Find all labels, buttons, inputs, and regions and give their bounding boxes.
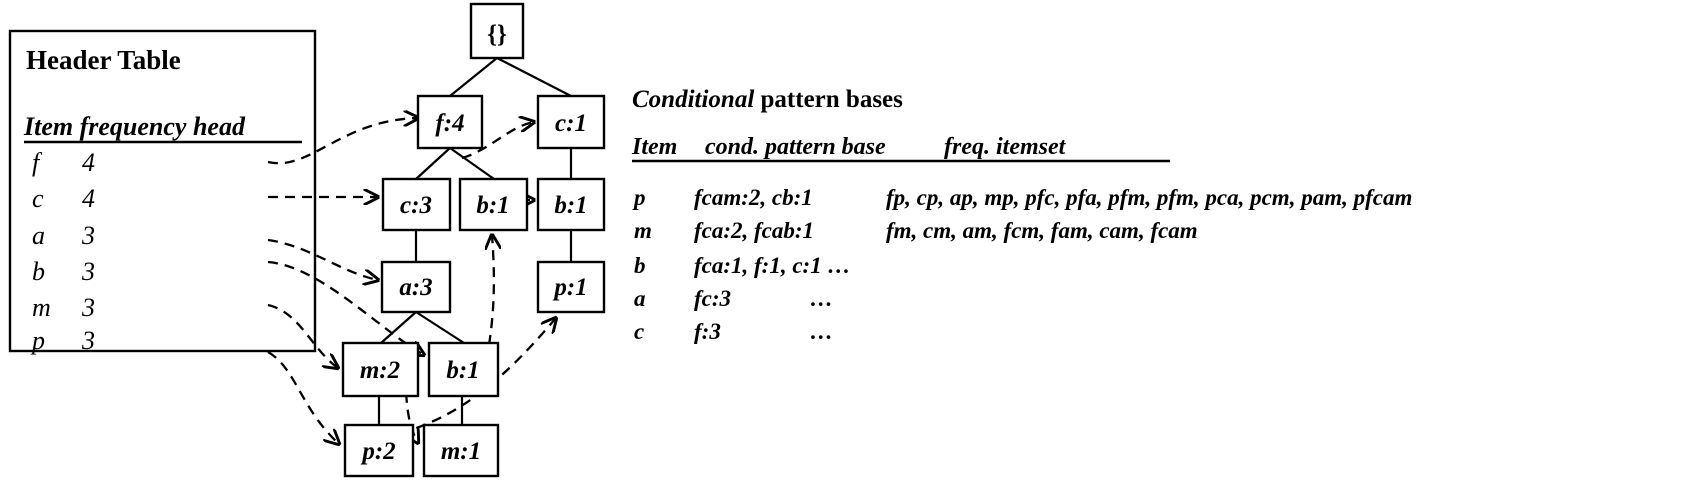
header-table-row: b 3 — [32, 257, 95, 286]
cond-table-row: m fca:2, fcab:1 fm, cm, am, fcm, fam, ca… — [634, 218, 1198, 243]
tree-node-b1-lower-box[interactable] — [427, 341, 500, 398]
node-link-m — [267, 303, 338, 368]
cond-base-cell: fcam:2, cb:1 — [694, 185, 813, 210]
tree-node-c1-right[interactable]: c:1 — [536, 94, 606, 150]
tree-node-m1[interactable]: m:1 — [422, 423, 500, 478]
header-table-columns: Item frequency head — [23, 112, 246, 141]
tree-node-f4[interactable]: f:4 — [416, 94, 484, 150]
tree-node-b1-right[interactable]: b:1 — [536, 177, 606, 232]
cond-freq-cell: … — [810, 319, 833, 344]
cond-title-rest-part: pattern bases — [754, 86, 903, 113]
cond-item-cell: b — [634, 253, 646, 278]
node-link-b — [267, 260, 424, 355]
tree-node-p1-right-label: p:1 — [552, 274, 587, 301]
tree-node-root[interactable]: {} — [469, 2, 525, 60]
tree-node-p1-right[interactable]: p:1 — [536, 260, 606, 314]
tree-edge-a3-m2 — [380, 311, 417, 344]
cond-freq-cell: fm, cm, am, fcm, fam, cam, fcam — [886, 218, 1198, 243]
tree-node-c3[interactable]: c:3 — [381, 177, 452, 232]
tree-node-f4-label: f:4 — [435, 110, 464, 137]
cond-item-cell: p — [632, 185, 646, 210]
tree-node-m2[interactable]: m:2 — [341, 341, 420, 398]
tree-node-m2-box[interactable] — [341, 341, 420, 398]
tree-edge-f4-c3 — [415, 147, 451, 180]
cond-col-freq: freq. itemset — [944, 134, 1067, 160]
tree-node-root-box[interactable] — [469, 2, 525, 60]
header-item-cell: c — [32, 184, 44, 213]
tree-node-f4-box[interactable] — [416, 94, 484, 150]
header-table-title: Header Table — [26, 45, 181, 75]
header-freq-cell: 3 — [81, 293, 95, 322]
header-item-cell: b — [32, 257, 45, 286]
tree-edge-a3-b1 — [415, 311, 465, 344]
tree-node-c1-right-label: c:1 — [555, 110, 587, 137]
tree-node-p1-right-box[interactable] — [536, 260, 606, 314]
cond-item-cell: a — [634, 286, 646, 311]
tree-node-a3-box[interactable] — [380, 260, 452, 314]
tree-node-c3-label: c:3 — [400, 192, 432, 219]
cond-pattern-bases-panel: Conditional pattern bases Item cond. pat… — [631, 86, 1412, 344]
cond-base-cell: fca:1, f:1, c:1 … — [694, 253, 850, 278]
cond-freq-cell: fp, cp, ap, mp, pfc, pfa, pfm, pfm, pca,… — [886, 185, 1412, 210]
cond-table-row: a fc:3 … — [634, 286, 833, 311]
header-freq-cell: 4 — [82, 148, 95, 177]
tree-node-b1-middle-label: b:1 — [476, 192, 509, 219]
header-table-border — [8, 29, 317, 353]
cond-freq-cell: … — [810, 286, 833, 311]
cond-title-italic-part: Conditional — [632, 86, 754, 113]
fp-tree-edges — [377, 57, 573, 425]
header-item-cell: m — [32, 293, 51, 322]
header-table-panel: Header Table Item frequency head f 4 c 4… — [8, 29, 317, 355]
tree-node-m1-box[interactable] — [422, 423, 500, 478]
tree-node-c3-box[interactable] — [381, 177, 452, 232]
cond-col-item: Item — [631, 134, 677, 160]
node-link-p — [267, 351, 339, 444]
tree-node-m1-label: m:1 — [441, 438, 481, 465]
tree-edge-root-f4 — [449, 57, 498, 97]
tree-node-p2[interactable]: p:2 — [343, 423, 415, 478]
header-table-row: a 3 — [32, 221, 95, 250]
header-table-row: c 4 — [32, 184, 95, 213]
tree-node-p2-label: p:2 — [360, 438, 395, 465]
tree-node-b1-middle[interactable]: b:1 — [458, 177, 529, 232]
tree-node-b1-lower-label: b:1 — [446, 357, 479, 384]
header-freq-cell: 3 — [81, 221, 95, 250]
tree-node-b1-lower[interactable]: b:1 — [427, 341, 500, 398]
header-freq-cell: 4 — [82, 184, 95, 213]
cond-base-cell: f:3 — [694, 319, 721, 344]
header-item-cell: a — [32, 221, 45, 250]
tree-edge-f4-b1 — [449, 147, 495, 180]
node-link-b-chain-2 — [489, 235, 494, 346]
node-link-c-chain — [461, 122, 534, 160]
header-item-cell: p — [30, 326, 45, 355]
cond-base-cell: fc:3 — [694, 286, 731, 311]
node-link-f — [267, 118, 418, 165]
header-freq-cell: 3 — [81, 326, 95, 355]
tree-edge-root-c1 — [496, 57, 572, 97]
header-table-row: m 3 — [32, 293, 95, 322]
tree-node-b1-right-box[interactable] — [536, 177, 606, 232]
tree-node-m2-label: m:2 — [360, 357, 400, 384]
tree-node-c1-right-box[interactable] — [536, 94, 606, 150]
cond-table-row: b fca:1, f:1, c:1 … — [634, 253, 850, 278]
header-item-cell: f — [32, 148, 43, 177]
tree-node-b1-right-label: b:1 — [554, 192, 587, 219]
header-freq-cell: 3 — [81, 257, 95, 286]
header-table-row: f 4 — [32, 148, 95, 177]
cond-table-row: p fcam:2, cb:1 fp, cp, ap, mp, pfc, pfa,… — [632, 185, 1412, 210]
tree-node-b1-middle-box[interactable] — [458, 177, 529, 232]
node-link-a — [267, 238, 378, 280]
cond-pattern-bases-title: Conditional pattern bases — [632, 86, 903, 113]
cond-item-cell: m — [634, 218, 652, 243]
cond-item-cell: c — [634, 319, 644, 344]
tree-node-a3[interactable]: a:3 — [380, 260, 452, 314]
header-table-row: p 3 — [30, 326, 95, 355]
cond-base-cell: fca:2, fcab:1 — [694, 218, 814, 243]
tree-node-root-label: {} — [487, 21, 507, 48]
cond-table-row: c f:3 … — [634, 319, 833, 344]
tree-node-a3-label: a:3 — [399, 274, 432, 301]
cond-col-base: cond. pattern base — [705, 134, 886, 160]
tree-node-p2-box[interactable] — [343, 423, 415, 478]
